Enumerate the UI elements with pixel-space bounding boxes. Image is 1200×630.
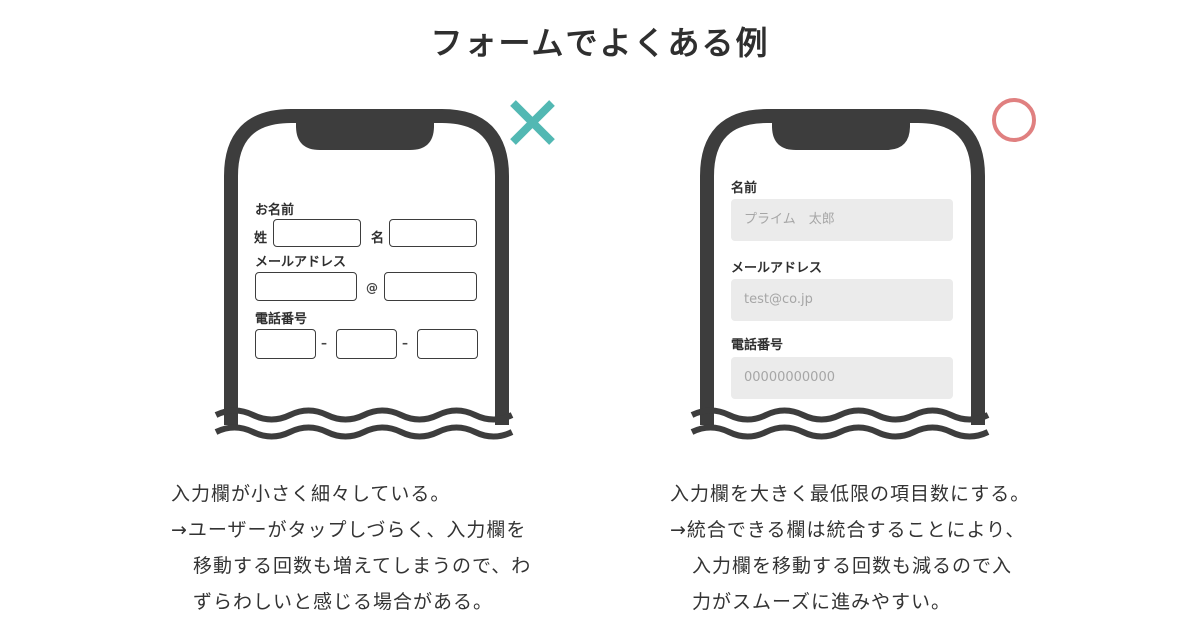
wave-decoration — [690, 407, 990, 423]
caption-line: →統合できる欄は統合することにより、 — [670, 519, 1026, 541]
illustration — [214, 98, 1036, 440]
last-name-label: 姓 — [254, 231, 268, 246]
email-input[interactable]: test@co.jp — [731, 279, 953, 321]
phone-notch — [296, 114, 434, 150]
name-input[interactable]: プライム 太郎 — [731, 199, 953, 241]
caption-line: →ユーザーがタップしづらく、入力欄を — [171, 519, 527, 541]
good-example-caption: 入力欄を大きく最低限の項目数にする。 →統合できる欄は統合することにより、 入力… — [670, 476, 1030, 620]
name-label: 名前 — [731, 181, 758, 196]
caption-line: ずらわしいと感じる場合がある。 — [193, 591, 494, 613]
name-label: お名前 — [255, 203, 295, 218]
caption-line: 入力欄を大きく最低限の項目数にする。 — [670, 483, 1031, 505]
email-domain-input[interactable] — [384, 272, 477, 301]
good-phone-illustration — [700, 109, 985, 425]
phone-label: 電話番号 — [731, 338, 784, 353]
dash-separator: – — [402, 336, 408, 350]
dash-separator: – — [321, 336, 327, 350]
caption-line: 入力欄が小さく細々している。 — [171, 483, 451, 505]
caption-line: 移動する回数も増えてしまうので、わ — [193, 555, 532, 577]
phone-notch — [772, 114, 910, 150]
phone-label: 電話番号 — [255, 312, 308, 327]
email-label: メールアドレス — [731, 261, 823, 276]
last-name-input[interactable] — [273, 219, 361, 247]
first-name-label: 名 — [371, 231, 385, 246]
phone-input-1[interactable] — [255, 329, 316, 359]
wave-decoration — [690, 424, 990, 440]
phone-input[interactable]: 00000000000 — [731, 357, 953, 399]
bad-phone-illustration — [224, 109, 509, 425]
phone-frame — [224, 109, 509, 425]
first-name-input[interactable] — [389, 219, 477, 247]
circle-icon — [992, 98, 1036, 142]
wave-decoration — [214, 424, 514, 440]
at-sign: @ — [366, 281, 378, 295]
wave-decoration — [214, 407, 514, 423]
page-title: フォームでよくある例 — [430, 24, 770, 62]
phone-input-3[interactable] — [417, 329, 478, 359]
cross-icon — [510, 100, 555, 145]
caption-line: 力がスムーズに進みやすい。 — [692, 591, 952, 613]
email-local-input[interactable] — [255, 272, 357, 301]
email-label: メールアドレス — [255, 255, 347, 270]
caption-line: 入力欄を移動する回数も減るので入 — [692, 555, 1013, 577]
phone-input-2[interactable] — [336, 329, 397, 359]
bad-example-caption: 入力欄が小さく細々している。 →ユーザーがタップしづらく、入力欄を 移動する回数… — [171, 476, 531, 620]
